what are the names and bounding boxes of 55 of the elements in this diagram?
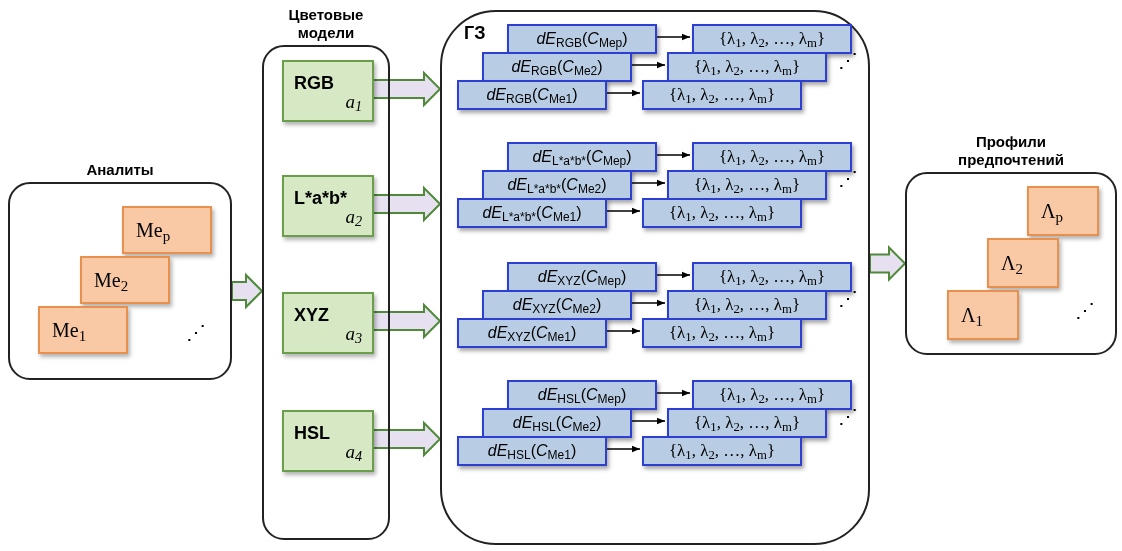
set-card: {λ$_{1}$, λ$_{2}$, …, λ$_{m}$} xyxy=(692,142,852,172)
formula-card: dE$_{RGB}$(C$_{Me1}$) xyxy=(457,80,607,110)
set-card: {λ$_{1}$, λ$_{2}$, …, λ$_{m}$} xyxy=(692,262,852,292)
model-card xyxy=(282,175,374,237)
formula-card: dE$_{HSL}$(C$_{Me1}$) xyxy=(457,436,607,466)
set-card: {λ$_{1}$, λ$_{2}$, …, λ$_{m}$} xyxy=(667,170,827,200)
weight-label: a$_{4}$ xyxy=(345,439,362,466)
set-card: {λ$_{1}$, λ$_{2}$, …, λ$_{m}$} xyxy=(642,436,802,466)
group-heading: Профили предпочтений xyxy=(957,132,1065,170)
model-card xyxy=(282,292,374,354)
formula-card: dE$_{XYZ}$(C$_{Me1}$) xyxy=(457,318,607,348)
block-arrow xyxy=(371,420,442,458)
set-card: {λ$_{1}$, λ$_{2}$, …, λ$_{m}$} xyxy=(642,198,802,228)
formula-card: dE$_{HSL}$(C$_{Mep}$) xyxy=(507,380,657,410)
formula-card: dE$_{HSL}$(C$_{Me2}$) xyxy=(482,408,632,438)
set-card: {λ$_{1}$, λ$_{2}$, …, λ$_{m}$} xyxy=(667,52,827,82)
set-card: {λ$_{1}$, λ$_{2}$, …, λ$_{m}$} xyxy=(667,290,827,320)
ellipsis-mark: ⋰ xyxy=(186,322,206,342)
item-card: Λ$_{1}$ xyxy=(947,290,1019,340)
group-heading: ГЗ xyxy=(464,22,486,45)
model-card xyxy=(282,60,374,122)
model-name: XYZ xyxy=(294,304,329,327)
set-card: {λ$_{1}$, λ$_{2}$, …, λ$_{m}$} xyxy=(692,380,852,410)
set-card: {λ$_{1}$, λ$_{2}$, …, λ$_{m}$} xyxy=(642,318,802,348)
ellipsis-mark: ⋰ xyxy=(1075,300,1095,320)
set-card: {λ$_{1}$, λ$_{2}$, …, λ$_{m}$} xyxy=(667,408,827,438)
weight-label: a$_{3}$ xyxy=(345,321,362,348)
weight-label: a$_{2}$ xyxy=(345,204,362,231)
model-card xyxy=(282,410,374,472)
block-arrow xyxy=(371,302,442,340)
model-name: HSL xyxy=(294,422,330,445)
item-card: Me$_{2}$ xyxy=(80,256,170,304)
item-card: Me$_{1}$ xyxy=(38,306,128,354)
formula-card: dE$_{L*a*b*}$(C$_{Me2}$) xyxy=(482,170,632,200)
item-card: Me$_{p}$ xyxy=(122,206,212,254)
block-arrow xyxy=(371,70,442,108)
block-arrow xyxy=(231,272,264,310)
item-card: Λ$_{p}$ xyxy=(1027,186,1099,236)
formula-card: dE$_{L*a*b*}$(C$_{Mep}$) xyxy=(507,142,657,172)
set-card: {λ$_{1}$, λ$_{2}$, …, λ$_{m}$} xyxy=(692,24,852,54)
group-container xyxy=(440,10,870,545)
set-card: {λ$_{1}$, λ$_{2}$, …, λ$_{m}$} xyxy=(642,80,802,110)
formula-card: dE$_{RGB}$(C$_{Me2}$) xyxy=(482,52,632,82)
item-card: Λ$_{2}$ xyxy=(987,238,1059,288)
formula-card: dE$_{L*a*b*}$(C$_{Me1}$) xyxy=(457,198,607,228)
formula-card: dE$_{XYZ}$(C$_{Me2}$) xyxy=(482,290,632,320)
block-arrow xyxy=(371,185,442,223)
block-arrow xyxy=(869,245,907,282)
model-name: L*a*b* xyxy=(294,187,347,210)
formula-card: dE$_{RGB}$(C$_{Mep}$) xyxy=(507,24,657,54)
formula-card: dE$_{XYZ}$(C$_{Mep}$) xyxy=(507,262,657,292)
weight-label: a$_{1}$ xyxy=(345,89,362,116)
group-heading: Цветовые модели xyxy=(287,5,365,43)
model-name: RGB xyxy=(294,72,334,95)
group-heading: Аналиты xyxy=(85,161,155,180)
